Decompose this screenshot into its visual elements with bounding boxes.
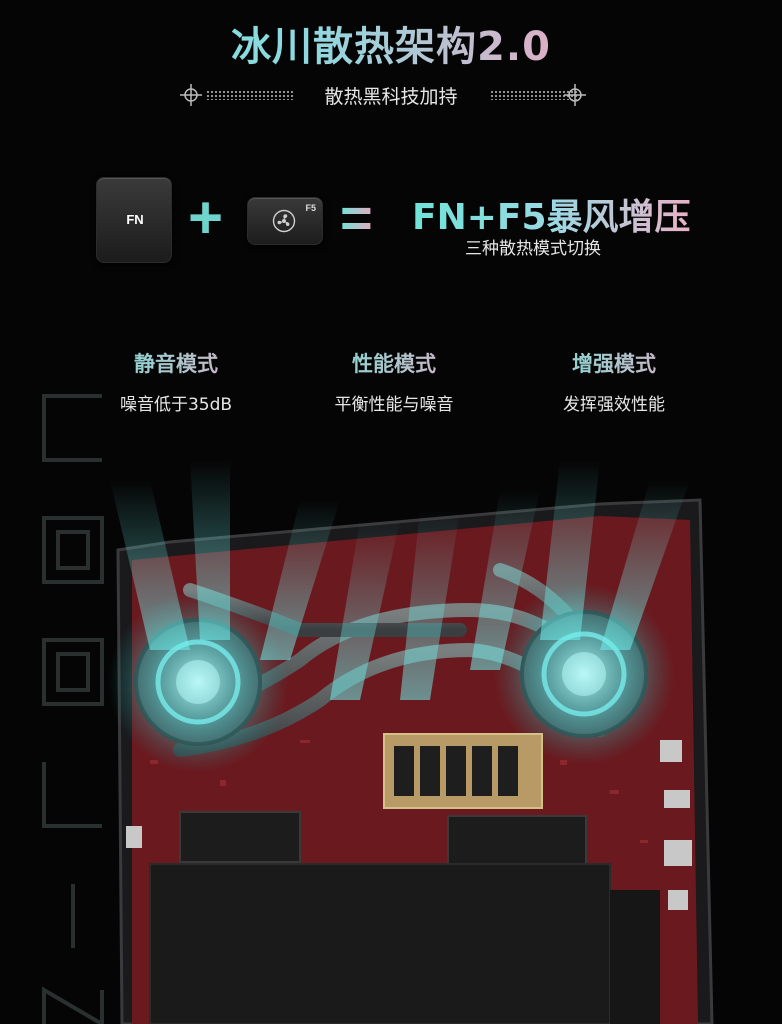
- hotkey-title: FN+F5暴风增压: [412, 188, 691, 240]
- laptop-interior-illustration: [108, 460, 714, 1024]
- dotted-divider-left: [206, 90, 294, 100]
- hotkey-subtitle: 三种散热模式切换: [465, 239, 601, 259]
- mode-desc: 噪音低于35dB: [119, 395, 233, 415]
- f5-key-label: F5: [305, 203, 316, 213]
- mode-name: 静音模式: [76, 348, 276, 378]
- mode-name: 增强模式: [514, 348, 714, 378]
- mode-performance: 性能模式 平衡性能与噪音: [294, 348, 494, 415]
- subtitle-row: 散热黑科技加持: [0, 82, 782, 110]
- page-subtitle: 散热黑科技加持: [324, 86, 458, 108]
- page-title: 冰川散热架构2.0: [0, 14, 782, 72]
- mode-desc: 发挥强效性能: [563, 395, 665, 415]
- fn-key-label: FN: [126, 212, 144, 227]
- crosshair-icon: [564, 84, 586, 106]
- crosshair-icon: [180, 84, 202, 106]
- fan-icon: [272, 209, 296, 233]
- equals-sign: =: [340, 186, 373, 249]
- f5-key: F5: [247, 197, 323, 245]
- decorative-cooling-lettering: [42, 394, 104, 1024]
- fn-key: FN: [96, 177, 172, 263]
- mode-boost: 增强模式 发挥强效性能: [514, 348, 714, 415]
- plus-sign: +: [188, 184, 224, 251]
- mode-silent: 静音模式 噪音低于35dB: [76, 348, 276, 415]
- dotted-divider-right: [490, 90, 578, 100]
- mode-name: 性能模式: [294, 348, 494, 378]
- mode-desc: 平衡性能与噪音: [334, 395, 454, 415]
